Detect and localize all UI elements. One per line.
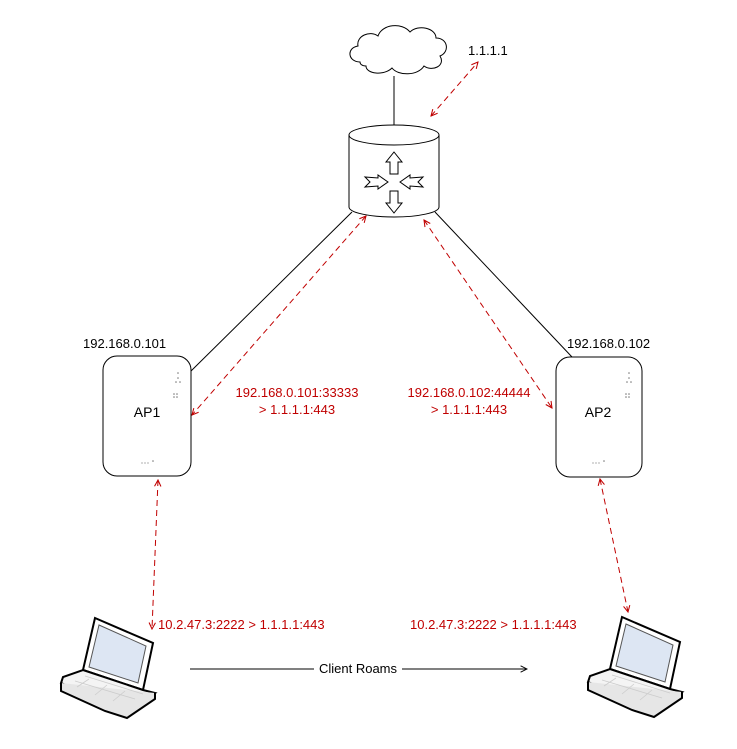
- ap2-name: AP2: [585, 404, 612, 420]
- ap1-ip-label: 192.168.0.101: [83, 336, 166, 351]
- ap1-flow-line2: > 1.1.1.1:443: [259, 402, 335, 417]
- ap2-client-flow-arrow: [600, 479, 628, 612]
- cloud-icon: [349, 25, 447, 75]
- client-roams-label: Client Roams: [319, 661, 398, 676]
- ap1-flow-line1: 192.168.0.101:33333: [236, 385, 359, 400]
- laptop-icon: [59, 616, 158, 720]
- led-indicator-icon: [141, 372, 181, 464]
- ap2-ip-label: 192.168.0.102: [567, 336, 650, 351]
- destination-ip-label: 1.1.1.1: [468, 43, 508, 58]
- ap1-router-flow-arrow: [192, 216, 366, 415]
- client1-flow-label: 10.2.47.3:2222 > 1.1.1.1:443: [158, 617, 325, 632]
- laptop-icon: [586, 615, 685, 719]
- internet-flow-arrow: [431, 62, 478, 116]
- ap2-flow-line2: > 1.1.1.1:443: [431, 402, 507, 417]
- access-point-ap2: AP2: [555, 356, 643, 478]
- access-point-ap1: AP1: [102, 355, 192, 477]
- ap1-name: AP1: [134, 404, 161, 420]
- router-ap1-link: [189, 211, 353, 373]
- led-indicator-icon: [592, 372, 632, 464]
- router-ap2-link: [434, 211, 573, 358]
- ap2-router-flow-arrow: [424, 220, 552, 408]
- ap1-client-flow-arrow: [152, 480, 158, 629]
- ap2-flow-line1: 192.168.0.102:44444: [408, 385, 531, 400]
- client2-flow-label: 10.2.47.3:2222 > 1.1.1.1:443: [410, 617, 577, 632]
- router-icon: [348, 124, 440, 218]
